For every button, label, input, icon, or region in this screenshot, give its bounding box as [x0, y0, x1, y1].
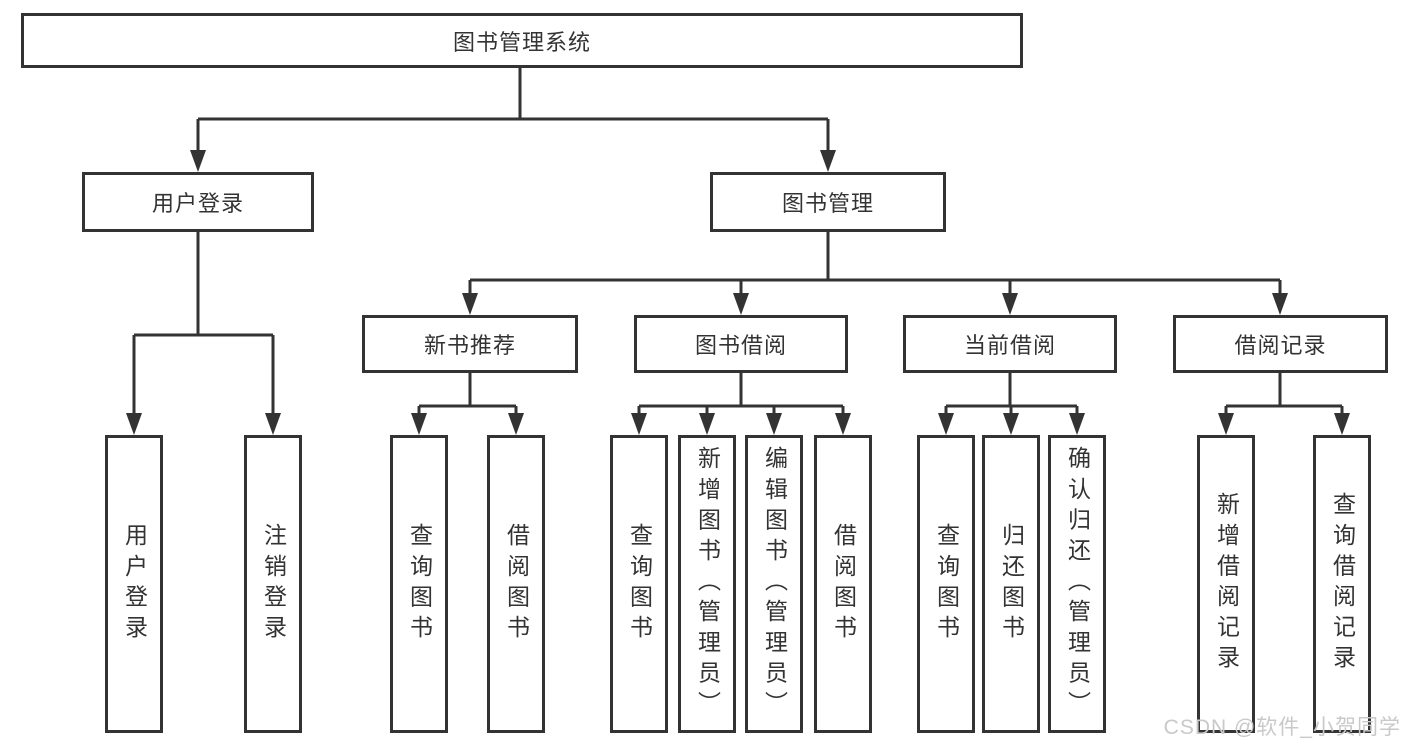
- leaf-borrow-books-2: 借阅图书: [814, 435, 872, 733]
- arrowhead-icons: [126, 150, 1350, 435]
- leaf-label: 编辑图书（管理员）: [761, 446, 788, 722]
- node-root-system: 图书管理系统: [21, 13, 1023, 68]
- leaf-label: 确认归还（管理员）: [1064, 446, 1091, 722]
- leaf-label: 借阅图书: [503, 522, 530, 646]
- leaf-borrow-books-1: 借阅图书: [487, 435, 545, 733]
- leaf-user-login: 用户登录: [105, 435, 163, 733]
- leaf-add-borrow-record: 新增借阅记录: [1197, 435, 1255, 733]
- node-borrow-records: 借阅记录: [1173, 315, 1388, 373]
- leaf-label: 注销登录: [260, 522, 287, 646]
- watermark: CSDN @软件_小贺同学: [1163, 716, 1401, 739]
- leaf-query-borrow-record: 查询借阅记录: [1313, 435, 1371, 733]
- leaf-add-books-admin: 新增图书（管理员）: [678, 435, 736, 733]
- leaf-confirm-return-admin: 确认归还（管理员）: [1048, 435, 1106, 733]
- node-user-login-branch: 用户登录: [82, 172, 314, 232]
- leaf-query-books-1: 查询图书: [390, 435, 448, 733]
- leaf-label: 新增借阅记录: [1213, 492, 1240, 676]
- leaf-query-books-2: 查询图书: [610, 435, 668, 733]
- connector-path: [132, 68, 1344, 418]
- leaf-label: 查询图书: [406, 522, 433, 646]
- leaf-edit-books-admin: 编辑图书（管理员）: [745, 435, 803, 733]
- leaf-label: 用户登录: [121, 522, 148, 646]
- node-book-borrow: 图书借阅: [634, 315, 848, 373]
- leaf-label: 新增图书（管理员）: [694, 446, 721, 722]
- leaf-label: 查询图书: [626, 522, 653, 646]
- node-book-management-branch: 图书管理: [710, 172, 946, 232]
- leaf-return-books: 归还图书: [982, 435, 1040, 733]
- leaf-label: 归还图书: [998, 522, 1025, 646]
- node-new-book-recommend: 新书推荐: [362, 315, 578, 373]
- leaf-label: 查询图书: [933, 522, 960, 646]
- leaf-logout: 注销登录: [244, 435, 302, 733]
- node-current-borrow: 当前借阅: [903, 315, 1117, 373]
- leaf-label: 查询借阅记录: [1329, 492, 1356, 676]
- leaf-label: 借阅图书: [830, 522, 857, 646]
- leaf-query-books-3: 查询图书: [917, 435, 975, 733]
